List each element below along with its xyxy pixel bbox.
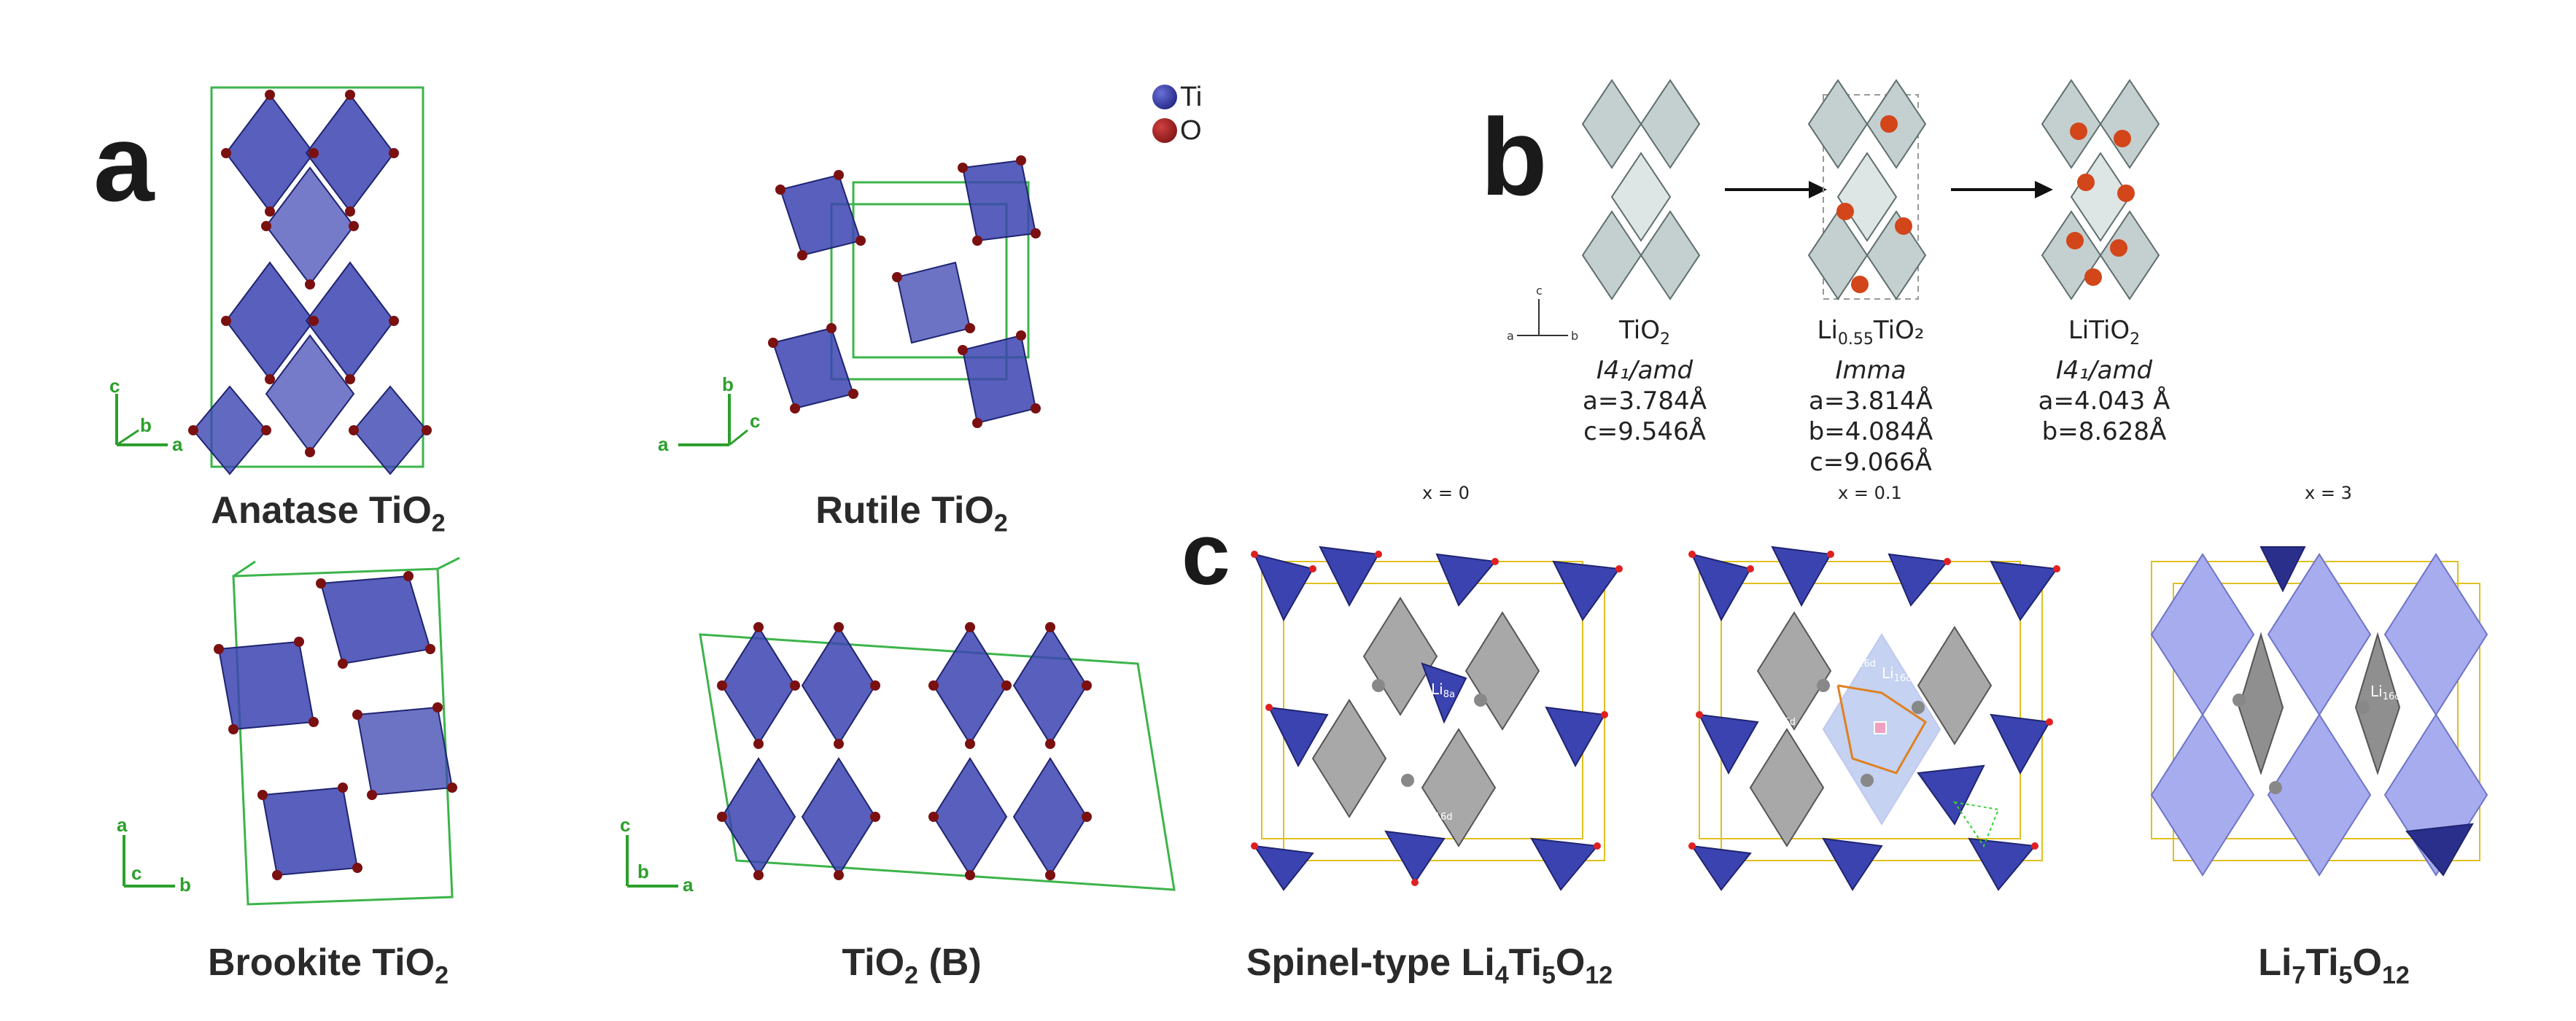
axis-label-c: c — [620, 814, 630, 836]
legend-label-ti: Ti — [1180, 81, 1203, 112]
tio2-anatase-grey-structure — [1581, 79, 1701, 300]
axis-label-b: b — [1571, 329, 1578, 343]
axis-label-c: c — [109, 375, 120, 397]
rutile-structure-diagram — [768, 155, 1041, 428]
ti-atom-icon — [1152, 85, 1177, 109]
site-label-ti16d: Ti16d — [1473, 737, 1504, 757]
litio2-structure — [2041, 79, 2160, 300]
brookite-axes-icon: a c b — [117, 814, 191, 896]
formula: TiO2 — [1619, 316, 1670, 349]
li055tio2-structure — [1807, 79, 1927, 300]
lattice-param: a=3.784Å — [1583, 386, 1707, 416]
site-label-li16d: Li16d — [2370, 810, 2401, 830]
axis-label-a: a — [1507, 329, 1514, 343]
axis-label-b: b — [179, 874, 191, 896]
li41ti5o12-intermediate-structure: Ti16d Ti16d Li16c 48f — [1688, 546, 2060, 891]
caption-spinel-li4ti5o12: Spinel-type Li4Ti5O12 — [1246, 942, 1613, 990]
caption-li7ti5o12: Li7Ti5O12 — [2258, 942, 2410, 990]
o-atom-icon — [1152, 118, 1177, 143]
rutile-axes-icon: b c a — [658, 373, 760, 455]
structure-info-litio2: LiTiO2 I4₁/amd a=4.043 Å b=8.628Å — [2006, 315, 2203, 447]
lattice-param: c=9.066Å — [1809, 447, 1932, 477]
axis-label-a: a — [117, 814, 128, 836]
x-label-0: x = 0 — [1422, 483, 1470, 503]
lattice-param: c=9.546Å — [1583, 416, 1706, 446]
lattice-param: a=4.043 Å — [2038, 386, 2170, 416]
brookite-structure-diagram — [214, 556, 460, 906]
site-label-li16c: Li16c — [2370, 683, 2400, 702]
site-label-ti16d: Ti16d — [1844, 650, 1876, 669]
anatase-caption: Anatase TiO2 — [211, 489, 446, 537]
site-label-li16c: Li16c — [1882, 664, 1911, 684]
li7ti5o12-structure: Li16c Li16d — [2150, 546, 2488, 877]
atom-legend: Ti O — [1152, 80, 1202, 147]
space-group: I4₁/amd — [1596, 355, 1694, 385]
site-label-li16d: Li16d — [1422, 803, 1453, 823]
panel-label-b: b — [1481, 96, 1548, 218]
axis-label-b: b — [140, 414, 152, 436]
axis-label-a: a — [683, 874, 694, 896]
x-label-3: x = 3 — [2305, 483, 2352, 503]
formula: LiTiO2 — [2068, 316, 2141, 349]
rutile-caption: Rutile TiO2 — [815, 489, 1008, 537]
axis-label-a: a — [658, 433, 669, 455]
legend-label-o: O — [1180, 114, 1202, 146]
axis-label-a: a — [172, 433, 183, 455]
axis-label-c: c — [1536, 284, 1543, 298]
brookite-caption: Brookite TiO2 — [207, 942, 449, 990]
legend-item-ti: Ti — [1152, 80, 1202, 114]
structure-info-li055tio2: Li0.55TiO₂ Imma a=3.814Å b=4.084Å c=9.06… — [1772, 315, 1969, 478]
panel-b-axes-icon: c a b — [1507, 284, 1578, 343]
axis-label-b: b — [637, 861, 649, 882]
tio2b-structure-diagram — [699, 622, 1176, 891]
space-group: Imma — [1835, 355, 1906, 385]
x-label-01: x = 0.1 — [1838, 483, 1902, 503]
anatase-structure-diagram — [188, 86, 432, 475]
axis-label-c: c — [750, 410, 760, 432]
spinel-li4ti5o12-structure: Li8a Ti16d Li16d — [1251, 546, 1623, 891]
site-label-ti16d: Ti16d — [1764, 708, 1796, 728]
formula: Li0.55TiO₂ — [1817, 316, 1925, 349]
tio2b-axes-icon: c b a — [620, 814, 694, 896]
arrow-icon — [1951, 181, 2053, 198]
structure-info-tio2: TiO2 I4₁/amd a=3.784Å c=9.546Å — [1546, 315, 1743, 447]
lattice-param: b=8.628Å — [2041, 416, 2167, 446]
tio2b-caption: TiO2 (B) — [842, 942, 982, 990]
panel-label-c: c — [1182, 505, 1230, 603]
anatase-axes-icon: c b a — [109, 375, 183, 455]
axis-label-c: c — [131, 862, 141, 884]
arrow-icon — [1725, 181, 1827, 198]
site-label-48f: 48f — [1962, 803, 1986, 820]
site-label-li8a: Li8a — [1431, 680, 1455, 700]
space-group: I4₁/amd — [2055, 355, 2153, 385]
axis-label-b: b — [722, 373, 734, 395]
legend-item-o: O — [1152, 114, 1202, 147]
lattice-param: b=4.084Å — [1808, 416, 1933, 446]
panel-label-a: a — [93, 101, 155, 224]
lattice-param: a=3.814Å — [1809, 386, 1933, 416]
